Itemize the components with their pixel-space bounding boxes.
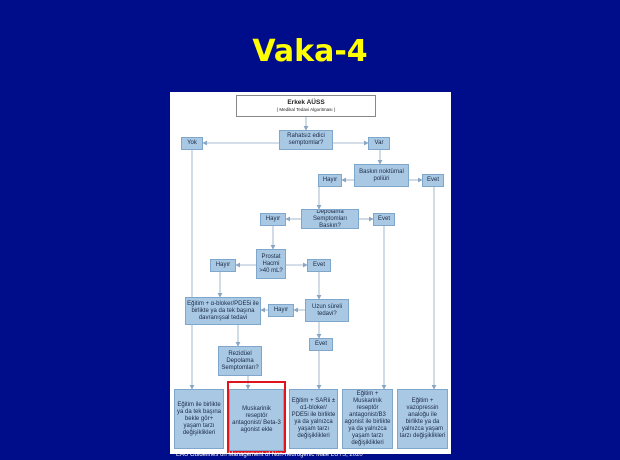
node-depolama: Depolama Semptomları Baskın?	[301, 209, 359, 229]
algorithm-header: Erkek AÜSS ( Medikal Tedavi Algoritması …	[236, 95, 376, 117]
node-evet-4: Evet	[309, 338, 333, 351]
node-prostat: Prostat Hacmi >40 mL?	[256, 249, 286, 279]
source-caption: EAU Guidelines on Management of Non-neur…	[176, 452, 363, 458]
flowchart-panel: Erkek AÜSS ( Medikal Tedavi Algoritması …	[170, 92, 451, 454]
node-hayir-4: Hayır	[268, 304, 294, 317]
node-outcome-2: Muskarinik reseptör antagonist/ Beta-3 a…	[229, 389, 284, 451]
slide-title: Vaka-4	[252, 34, 368, 69]
algorithm-subtitle: ( Medikal Tedavi Algoritması )	[276, 107, 336, 112]
node-evet-3: Evet	[307, 259, 331, 272]
node-evet-1: Evet	[422, 174, 444, 187]
node-hayir-3: Hayır	[210, 259, 236, 272]
node-hayir-1: Hayır	[318, 174, 342, 187]
node-outcome-1: Eğitim ile birlikte ya da tek başına bek…	[174, 389, 224, 449]
highlight-frame	[227, 381, 286, 453]
node-rahatsiz: Rahatsız edici semptomlar?	[279, 130, 333, 150]
node-egitim-alfa: Eğitim + α-bloker/PDE5i ile birlikte ya …	[185, 297, 261, 325]
node-uzun-sureli: Uzun süreli tedavi?	[305, 299, 349, 322]
node-rezidual: Rezidüel Depolama Semptomları?	[218, 346, 262, 376]
algorithm-title: Erkek AÜSS	[287, 99, 325, 106]
flowchart-connectors	[189, 117, 437, 390]
node-yok: Yok	[181, 137, 203, 150]
node-baskin-noktural: Baskın noktürnal poliüri	[354, 164, 409, 187]
node-outcome-4: Eğitim + Muskarinik reseptör antagonist/…	[342, 389, 393, 449]
node-outcome-3: Eğitim + SARii ± α1-bloker/ PDE5i ile bi…	[289, 389, 338, 449]
node-evet-2: Evet	[373, 213, 395, 226]
node-var: Var	[368, 137, 390, 150]
node-hayir-2: Hayır	[260, 213, 286, 226]
node-outcome-5: Eğitim + vazopressin analoğu ile birlikt…	[397, 389, 448, 449]
